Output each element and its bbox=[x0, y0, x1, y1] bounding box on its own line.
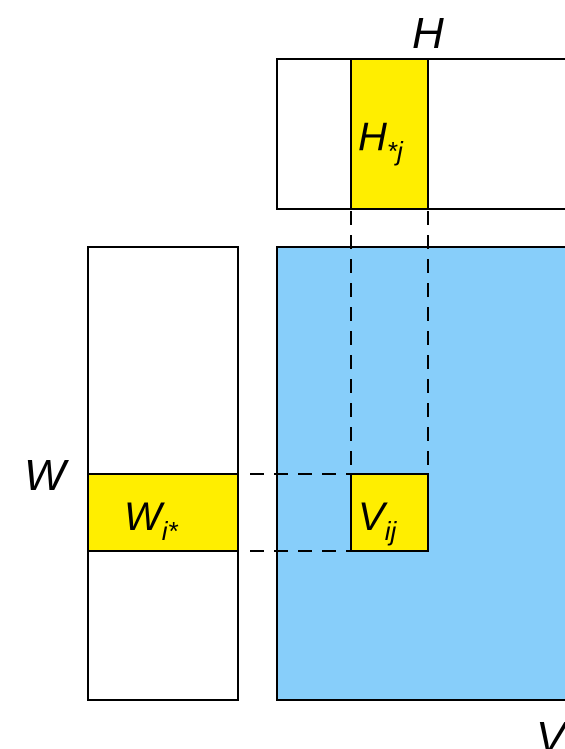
matrix-v: Vij V bbox=[276, 246, 565, 749]
h-column-highlight bbox=[350, 58, 429, 210]
matrix-w-label: W bbox=[24, 451, 69, 500]
h-column-label: H*j bbox=[358, 115, 404, 166]
matrix-v-label: V bbox=[536, 713, 565, 749]
v-cell-label: Vij bbox=[358, 495, 397, 546]
guide-lines bbox=[250, 211, 429, 552]
matrix-w: Wi* W bbox=[24, 246, 239, 701]
v-cell-highlight bbox=[350, 473, 429, 552]
matrix-h-label: H bbox=[412, 9, 444, 58]
w-row-highlight bbox=[87, 473, 239, 552]
matrix-h: H*j H bbox=[276, 9, 565, 210]
w-row-label: Wi* bbox=[124, 495, 179, 546]
